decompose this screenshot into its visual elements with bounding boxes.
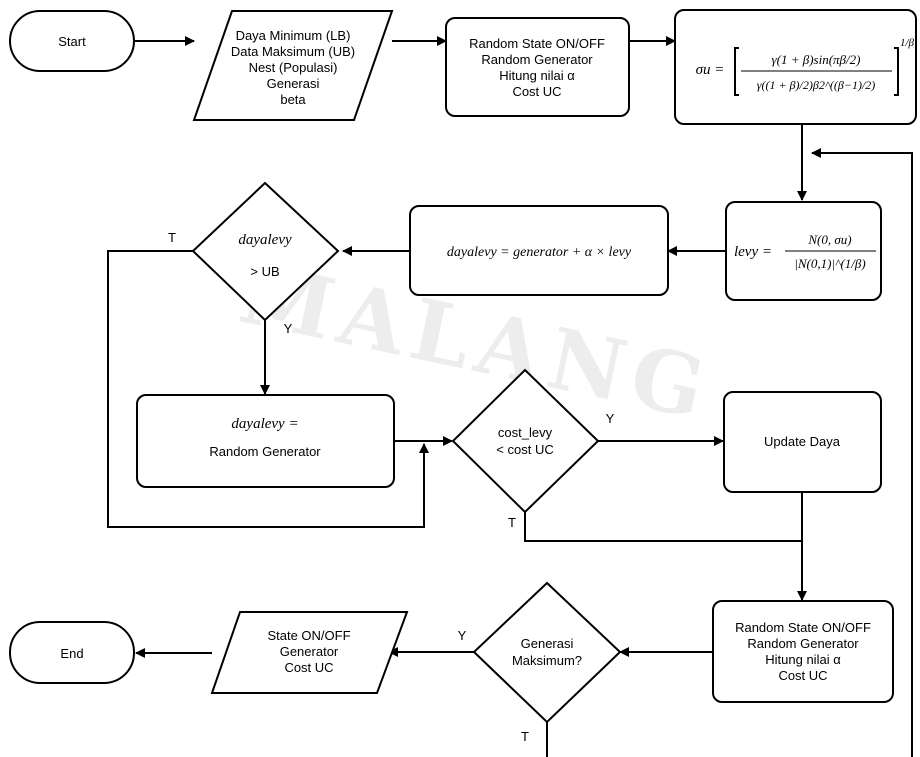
- output-line-3: Cost UC: [284, 660, 333, 675]
- daya-levy-update-formula: dayalevy = generator + α × levy: [447, 245, 632, 260]
- update-daya-label: Update Daya: [764, 434, 841, 449]
- sigma-left-bracket: [734, 47, 739, 96]
- decision-ub: [191, 181, 340, 322]
- input-line-4: Generasi: [267, 76, 320, 91]
- output-line-2: Generator: [280, 644, 339, 659]
- recompute-line-1: Random State ON/OFF: [735, 620, 871, 635]
- sigma-exponent: 1/β: [900, 37, 915, 49]
- levy-lhs: levy =: [734, 244, 772, 260]
- daya-levy-update-box: [409, 205, 669, 296]
- input-line-3: Nest (Populasi): [249, 60, 338, 75]
- decision-generation-line-1: Generasi: [521, 636, 574, 651]
- output-parallelogram: [210, 611, 409, 694]
- sigma-numerator: γ(1 + β)sin(πβ/2): [772, 52, 861, 67]
- label-ub-yes: Y: [284, 321, 293, 336]
- init-line-3: Hitung nilai α: [499, 68, 575, 83]
- label-cost-true: T: [508, 515, 516, 530]
- label-gen-true: T: [521, 729, 529, 744]
- levy-numerator: N(0, σu): [807, 232, 851, 247]
- decision-generation-line-2: Maksimum?: [512, 653, 582, 668]
- label-cost-yes: Y: [606, 411, 615, 426]
- edge-cost-false: [524, 512, 807, 601]
- init-process: [445, 17, 630, 117]
- init-line-2: Random Generator: [481, 52, 593, 67]
- input-line-1: Daya Minimum (LB): [236, 28, 351, 43]
- recompute-line-4: Cost UC: [778, 668, 827, 683]
- decision-ub-line-1: dayalevy: [238, 232, 292, 248]
- recompute-line-2: Random Generator: [747, 636, 859, 651]
- label-ub-true: T: [168, 230, 176, 245]
- random-generator-line-1: dayalevy =: [231, 416, 298, 432]
- end-terminal: [9, 621, 135, 684]
- sigma-lhs: σu =: [696, 62, 725, 78]
- decision-cost: [451, 368, 600, 514]
- random-generator-line-2: Random Generator: [209, 444, 321, 459]
- recompute-line-3: Hitung nilai α: [765, 652, 841, 667]
- end-label: End: [60, 646, 83, 661]
- label-gen-yes: Y: [458, 628, 467, 643]
- decision-cost-line-2: < cost UC: [496, 442, 553, 457]
- edge-loop-back: [811, 148, 913, 757]
- recompute-process: [712, 600, 894, 703]
- init-line-4: Cost UC: [512, 84, 561, 99]
- decision-generation: [472, 581, 622, 724]
- sigma-right-bracket: [894, 47, 899, 96]
- start-label: Start: [58, 34, 86, 49]
- start-terminal: [9, 10, 135, 72]
- input-parallelogram: [192, 10, 394, 121]
- decision-cost-line-1: cost_levy: [498, 425, 553, 440]
- input-line-5: beta: [280, 92, 306, 107]
- edge-decision-bypass: [107, 250, 429, 528]
- random-generator-box: [136, 394, 395, 488]
- output-line-1: State ON/OFF: [267, 628, 350, 643]
- decision-ub-line-2: > UB: [250, 264, 279, 279]
- input-line-2: Data Maksimum (UB): [231, 44, 355, 59]
- update-daya-box: [723, 391, 882, 493]
- init-line-1: Random State ON/OFF: [469, 36, 605, 51]
- levy-denominator: |N(0,1)|^(1/β): [794, 256, 865, 271]
- sigma-denominator: γ((1 + β)/2)β2^((β−1)/2): [757, 78, 876, 92]
